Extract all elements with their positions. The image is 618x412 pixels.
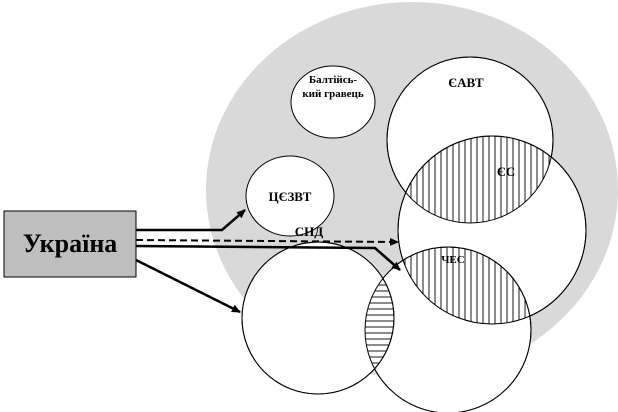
ukraine-box — [3, 210, 137, 278]
es-label: ЄС — [497, 164, 515, 179]
eavt-label: ЄАВТ — [448, 75, 484, 90]
baltic-label-line2: кий гравець — [302, 88, 364, 100]
arrow-to-ceftv — [136, 209, 246, 232]
baltic-label-line1: Балтійсь- — [309, 74, 358, 86]
eavt-es-overlap — [398, 136, 553, 223]
arrow-to-sng — [135, 258, 241, 314]
ukraine-label: Україна — [23, 229, 118, 258]
ceftv-label: ЦЄЗВТ — [269, 189, 312, 204]
ches-es-overlap — [398, 247, 531, 324]
es-outline — [397, 135, 587, 325]
ches-label: ЧЕС — [441, 254, 464, 266]
baltic-circle — [290, 65, 376, 139]
sng-label: СНД — [295, 224, 324, 239]
ches-outline — [364, 246, 532, 412]
eavt-outline — [386, 56, 554, 224]
arrow-to-ches — [135, 244, 401, 271]
ceftv-circle — [245, 155, 335, 237]
